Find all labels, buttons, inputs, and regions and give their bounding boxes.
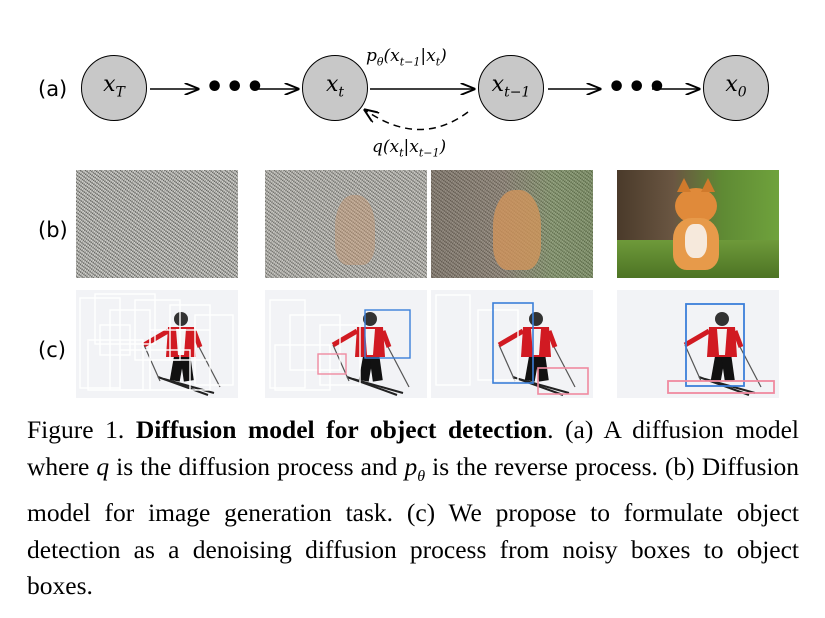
row-label-a: (a) <box>38 77 68 101</box>
node-x-t <box>302 55 368 121</box>
arrow-forward-process-dashed <box>365 110 469 131</box>
diffusion-chain-arrows <box>150 0 825 131</box>
ellipsis-right: ••• <box>607 70 668 105</box>
row-label-c: (c) <box>38 338 66 362</box>
node-x-T <box>81 55 147 121</box>
skier-panel-noisy-boxes <box>76 290 238 398</box>
node-x-T-label: xT <box>103 72 125 101</box>
node-x-0 <box>703 55 769 121</box>
noise-image-pure <box>76 170 238 278</box>
figure-caption: Figure 1. Diffusion model for object det… <box>27 415 799 601</box>
row-label-b: (b) <box>38 218 68 242</box>
node-x-0-label: x0 <box>725 72 747 101</box>
node-x-t-minus-1 <box>478 55 544 121</box>
skier-panel-refined-boxes <box>431 290 593 398</box>
kitten-image-light-noise <box>431 170 593 278</box>
reverse-process-label: pθ(xt−1|xt) <box>366 46 447 69</box>
skier-panel-detected-boxes <box>617 290 779 398</box>
kitten-image-clean <box>617 170 779 278</box>
kitten-image-heavy-noise <box>265 170 427 278</box>
skier-panel-partial-boxes <box>265 290 427 398</box>
ellipsis-left: ••• <box>205 70 266 105</box>
forward-process-label: q(xt|xt−1) <box>372 137 447 160</box>
skier-panels <box>76 290 779 398</box>
node-x-t-minus-1-label: xt−1 <box>491 72 531 101</box>
node-x-t-label: xt <box>325 72 345 101</box>
